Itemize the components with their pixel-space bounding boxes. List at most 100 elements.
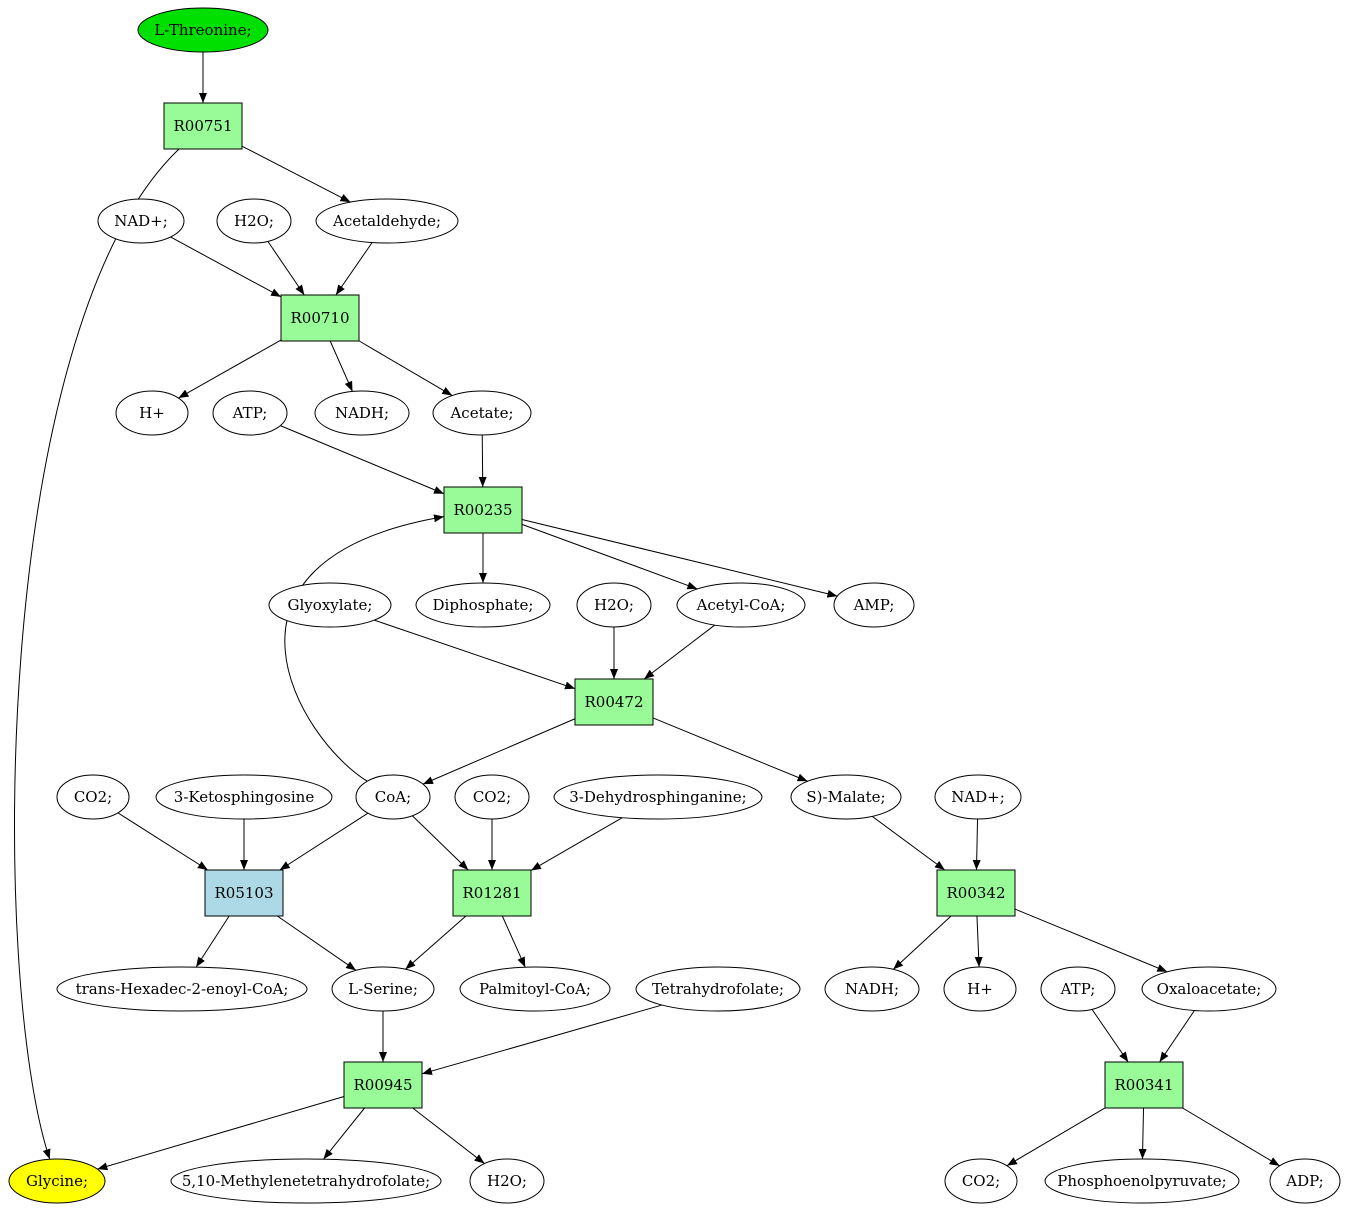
- compound-ellipse: [314, 390, 410, 436]
- node-label: R00235: [453, 501, 512, 519]
- node-label: Oxaloacetate;: [1157, 980, 1262, 998]
- node-h2o3[interactable]: H2O;: [469, 1158, 545, 1204]
- edge-r00341-to-pep: [1138, 1107, 1147, 1160]
- compound-ellipse: [315, 198, 459, 244]
- reaction-box: [163, 102, 243, 150]
- edge-h2o1-to-r00710: [267, 241, 305, 296]
- node-r05103[interactable]: R05103: [204, 869, 284, 917]
- node-label: NAD+;: [114, 212, 168, 230]
- edge-r00235-to-amp: [521, 518, 838, 598]
- node-r00751[interactable]: R00751: [163, 102, 243, 150]
- node-atp2[interactable]: ATP;: [1040, 966, 1116, 1012]
- reaction-box: [936, 869, 1016, 917]
- node-nadh1[interactable]: NADH;: [314, 390, 410, 436]
- edge-r00342-to-oxaloacetate: [1014, 908, 1168, 973]
- node-label: L-Serine;: [348, 980, 418, 998]
- node-label: R00342: [946, 884, 1005, 902]
- node-label: 3-Ketosphingosine: [174, 788, 315, 806]
- edge-oxaloacetate-to-r00341: [1159, 1010, 1195, 1063]
- node-nad1[interactable]: NAD+;: [97, 198, 185, 244]
- node-label: CoA;: [375, 788, 411, 806]
- edge-dehydrosph-to-r01281: [530, 817, 623, 871]
- node-transhex[interactable]: trans-Hexadec-2-enoyl-CoA;: [56, 966, 308, 1012]
- node-thf[interactable]: Tetrahydrofolate;: [635, 966, 801, 1012]
- node-label: CO2;: [962, 1172, 1000, 1190]
- node-r00235[interactable]: R00235: [443, 486, 523, 534]
- compound-ellipse: [355, 774, 431, 820]
- node-coa[interactable]: CoA;: [355, 774, 431, 820]
- compound-ellipse: [56, 966, 308, 1012]
- node-r00945[interactable]: R00945: [343, 1061, 423, 1109]
- node-nad2[interactable]: NAD+;: [934, 774, 1022, 820]
- edge-r00235-to-acetylcoa: [521, 523, 698, 590]
- compound-ellipse: [216, 198, 292, 244]
- node-co2c[interactable]: CO2;: [944, 1158, 1018, 1204]
- node-hplus1[interactable]: H+: [115, 390, 189, 436]
- edge-r00341-to-co2c: [1006, 1107, 1106, 1167]
- node-r00710[interactable]: R00710: [280, 294, 360, 342]
- node-glyoxylate[interactable]: Glyoxylate;: [268, 582, 392, 628]
- node-label: ATP;: [232, 404, 268, 422]
- node-hplus2[interactable]: H+: [943, 966, 1017, 1012]
- reaction-box: [280, 294, 360, 342]
- node-acetate[interactable]: Acetate;: [432, 390, 532, 436]
- node-smalate[interactable]: S)-Malate;: [790, 774, 902, 820]
- compound-ellipse: [790, 774, 902, 820]
- node-glycine[interactable]: Glycine;: [8, 1158, 106, 1204]
- node-label: trans-Hexadec-2-enoyl-CoA;: [76, 980, 289, 998]
- node-label: Palmitoyl-CoA;: [479, 980, 591, 998]
- node-diphosphate[interactable]: Diphosphate;: [415, 582, 551, 628]
- node-h2o2[interactable]: H2O;: [576, 582, 652, 628]
- node-r01281[interactable]: R01281: [452, 869, 532, 917]
- node-label: R00472: [584, 693, 643, 711]
- node-label: R00710: [290, 309, 349, 327]
- compound-ellipse: [944, 1158, 1018, 1204]
- node-co2b[interactable]: CO2;: [454, 774, 530, 820]
- edge-r00341-to-adp: [1182, 1107, 1280, 1167]
- reaction-box: [204, 869, 284, 917]
- node-dehydrosph[interactable]: 3-Dehydrosphinganine;: [553, 774, 763, 820]
- edge-r01281-to-palmitoyl: [501, 915, 526, 968]
- compound-ellipse: [415, 582, 551, 628]
- node-label: Diphosphate;: [433, 596, 534, 614]
- compound-ellipse: [170, 1158, 442, 1204]
- node-label: H2O;: [234, 212, 274, 230]
- node-r00341[interactable]: R00341: [1104, 1061, 1184, 1109]
- node-ketosph[interactable]: 3-Ketosphingosine: [155, 774, 333, 820]
- edge-glyoxylate-to-r00472: [374, 619, 576, 690]
- edge-atp2-to-r00341: [1091, 1009, 1129, 1063]
- node-thr[interactable]: L-Threonine;: [137, 7, 269, 53]
- compound-ellipse: [212, 390, 288, 436]
- node-r00472[interactable]: R00472: [574, 678, 654, 726]
- edge-acetylcoa-to-r00472: [643, 624, 716, 680]
- node-h2o1[interactable]: H2O;: [216, 198, 292, 244]
- edge-r00945-to-methylene: [323, 1107, 365, 1160]
- compound-ellipse: [432, 390, 532, 436]
- node-label: ADP;: [1285, 1172, 1323, 1190]
- node-nadh2[interactable]: NADH;: [824, 966, 920, 1012]
- edge-r01281-to-lserine: [405, 915, 467, 970]
- node-pep[interactable]: Phosphoenolpyruvate;: [1044, 1158, 1240, 1204]
- compound-ellipse: [824, 966, 920, 1012]
- node-acetylcoa[interactable]: Acetyl-CoA;: [676, 582, 806, 628]
- node-label: R00751: [173, 117, 232, 135]
- node-atp1[interactable]: ATP;: [212, 390, 288, 436]
- edge-coa-to-r05103: [279, 812, 369, 871]
- node-lserine[interactable]: L-Serine;: [331, 966, 435, 1012]
- node-adp[interactable]: ADP;: [1269, 1158, 1341, 1204]
- reaction-box: [452, 869, 532, 917]
- node-palmitoyl[interactable]: Palmitoyl-CoA;: [459, 966, 611, 1012]
- node-methylene[interactable]: 5,10-Methylenetetrahydrofolate;: [170, 1158, 442, 1204]
- reaction-box: [1104, 1061, 1184, 1109]
- edge-co2a-to-r05103: [117, 812, 209, 871]
- compound-ellipse: [676, 582, 806, 628]
- edge-smalate-to-r00342: [871, 815, 946, 871]
- node-co2a[interactable]: CO2;: [56, 774, 130, 820]
- node-oxaloacetate[interactable]: Oxaloacetate;: [1141, 966, 1277, 1012]
- edge-r00710-to-nadh1: [329, 340, 353, 392]
- compound-ellipse: [8, 1158, 106, 1204]
- node-amp[interactable]: AMP;: [833, 582, 915, 628]
- node-r00342[interactable]: R00342: [936, 869, 1016, 917]
- node-acetald[interactable]: Acetaldehyde;: [315, 198, 459, 244]
